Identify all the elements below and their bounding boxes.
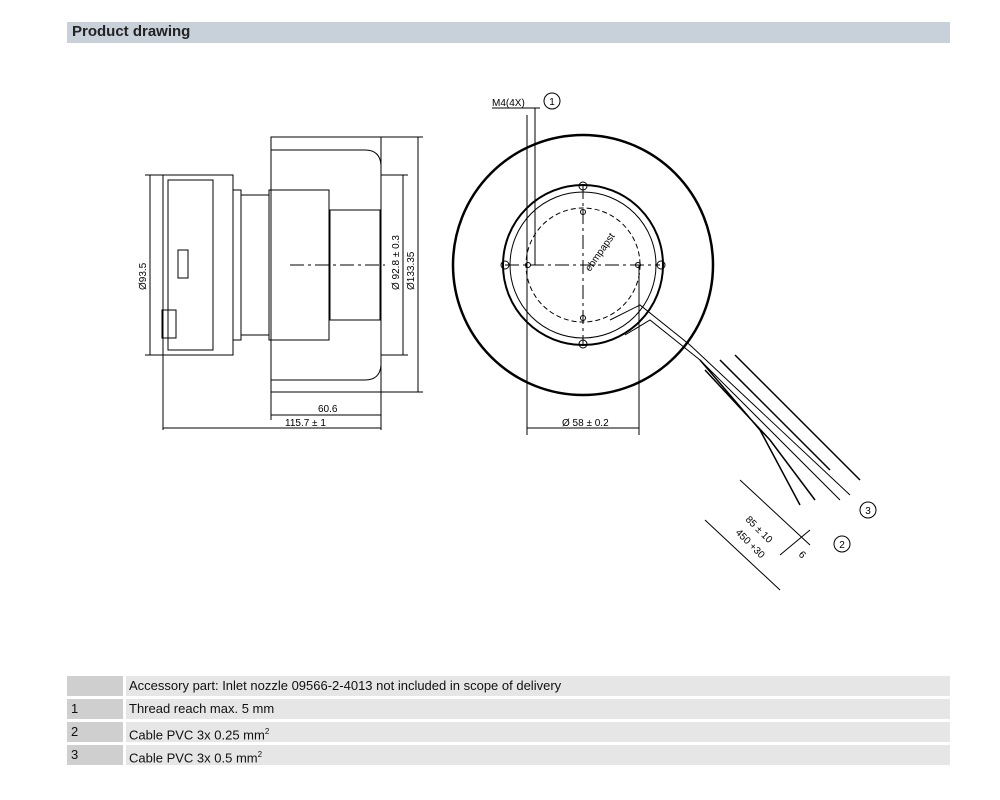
- note-text-content: Cable PVC 3x 0.5 mm: [129, 750, 258, 766]
- product-drawing: Ø93.5 Ø 92.8 ± 0.3 Ø133.35 60.6 115.7 ± …: [138, 92, 877, 591]
- side-view: [145, 136, 423, 430]
- brand-logo: ebmpapst: [583, 231, 617, 273]
- note-number: 1: [67, 699, 123, 719]
- dim-end-length: 6: [796, 549, 808, 561]
- thread-label: M4(4X): [492, 98, 525, 109]
- dim-inlet-dia: Ø 92.8 ± 0.3: [391, 235, 402, 290]
- dim-hub-dia: Ø 58 ± 0.2: [562, 418, 609, 429]
- note-number: 3: [67, 745, 123, 765]
- dim-total-length: 115.7 ± 1: [285, 418, 326, 429]
- callout-2-label: 2: [839, 540, 845, 551]
- superscript: 2: [257, 750, 263, 759]
- section-header: Product drawing: [67, 22, 950, 43]
- callout-3-label: 3: [865, 506, 871, 517]
- dim-outer-dia: Ø133.35: [406, 251, 417, 290]
- note-number: [67, 676, 123, 696]
- note-text-content: Accessory part: Inlet nozzle 09566-2-401…: [129, 678, 562, 693]
- callout-1: [543, 92, 561, 110]
- dim-impeller-length: 60.6: [318, 404, 338, 415]
- note-text: Accessory part: Inlet nozzle 09566-2-401…: [126, 676, 950, 696]
- callout-2: [833, 535, 851, 553]
- note-text: Cable PVC 3x 0.25 mm2: [126, 722, 950, 742]
- superscript: 2: [264, 727, 270, 736]
- table-row: Accessory part: Inlet nozzle 09566-2-401…: [67, 676, 950, 696]
- dim-motor-dia: Ø93.5: [138, 262, 149, 290]
- front-view: [451, 92, 877, 591]
- note-text-content: Cable PVC 3x 0.25 mm: [129, 727, 265, 743]
- notes-table: Accessory part: Inlet nozzle 09566-2-401…: [67, 676, 950, 768]
- note-number: 2: [67, 722, 123, 742]
- section-title: Product drawing: [72, 23, 191, 40]
- note-text: Cable PVC 3x 0.5 mm2: [126, 745, 950, 765]
- callout-1-label: 1: [549, 97, 555, 108]
- table-row: 1 Thread reach max. 5 mm: [67, 699, 950, 719]
- note-text: Thread reach max. 5 mm: [126, 699, 950, 719]
- callout-3: [859, 501, 877, 519]
- note-text-content: Thread reach max. 5 mm: [129, 701, 275, 716]
